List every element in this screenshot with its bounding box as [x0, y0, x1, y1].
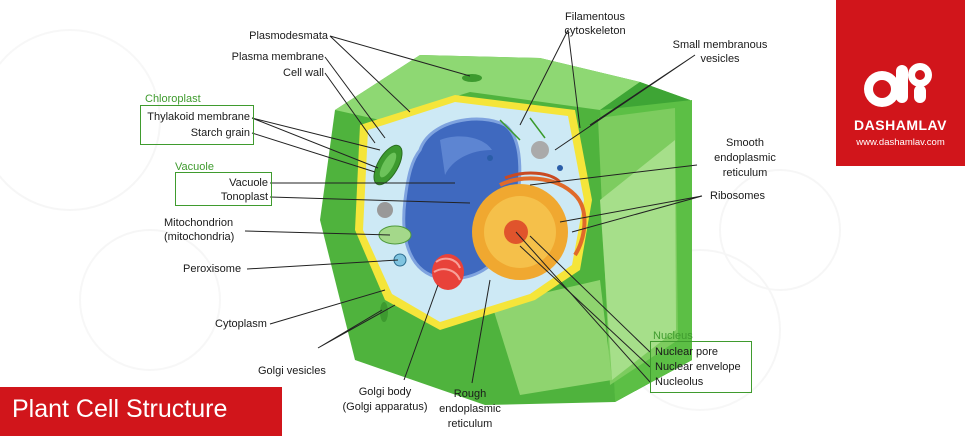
label-chloroplast-group: Chloroplast — [145, 93, 201, 105]
label-small-vesicles-1: Small membranous — [672, 39, 768, 51]
label-rough-er-3: reticulum — [447, 418, 493, 430]
brand-logo-icon — [864, 63, 932, 107]
label-golgi-vesicles: Golgi vesicles — [258, 365, 326, 377]
label-plasma-membrane: Plasma membrane — [231, 51, 324, 63]
label-small-vesicles-2: vesicles — [700, 53, 740, 65]
label-smooth-er-2: endoplasmic — [714, 152, 776, 164]
label-filamentous-2: cytoskeleton — [564, 25, 626, 37]
brand-logo-block: DASHAMLAV www.dashamlav.com — [836, 0, 965, 166]
label-mitochondria: (mitochondria) — [164, 231, 235, 243]
cell-interior — [355, 74, 592, 330]
chloroplast-group-box — [140, 105, 254, 145]
label-plasmodesmata: Plasmodesmata — [249, 30, 328, 42]
label-rough-er-1: Rough — [453, 388, 487, 400]
title-banner: Plant Cell Structure — [0, 387, 282, 436]
label-tonoplast: Tonoplast — [220, 191, 268, 203]
label-mitochondrion: Mitochondrion — [164, 217, 234, 229]
leader-lines — [244, 29, 703, 384]
vacuole-group-box — [175, 172, 272, 206]
label-nucleus-group: Nucleus — [653, 330, 693, 342]
label-cytoplasm: Cytoplasm — [215, 318, 267, 330]
nucleus-group-box — [650, 341, 752, 393]
brand-url: www.dashamlav.com — [856, 137, 945, 148]
label-smooth-er-1: Smooth — [726, 137, 764, 149]
page-title: Plant Cell Structure — [12, 395, 228, 423]
label-vacuole-group: Vacuole — [175, 161, 214, 173]
label-nuclear-envelope: Nuclear envelope — [655, 361, 741, 373]
label-cell-wall: Cell wall — [283, 67, 324, 79]
label-golgi-body: Golgi body — [358, 386, 412, 398]
label-golgi-apparatus: (Golgi apparatus) — [342, 401, 428, 413]
label-filamentous-1: Filamentous — [565, 11, 625, 23]
label-nuclear-pore: Nuclear pore — [655, 346, 718, 358]
label-thylakoid-membrane: Thylakoid membrane — [147, 111, 250, 123]
label-starch-grain: Starch grain — [190, 127, 250, 139]
label-rough-er-2: endoplasmic — [439, 403, 501, 415]
label-peroxisome: Peroxisome — [183, 263, 242, 275]
label-nucleolus: Nucleolus — [655, 376, 704, 388]
brand-name: DASHAMLAV — [854, 117, 947, 133]
label-vacuole: Vacuole — [229, 177, 268, 189]
label-smooth-er-3: reticulum — [722, 167, 768, 179]
label-ribosomes: Ribosomes — [710, 190, 766, 202]
